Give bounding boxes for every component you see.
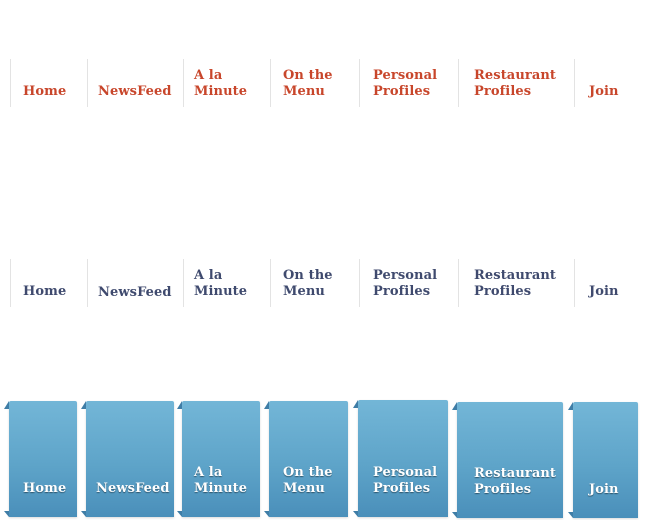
nav-red-newsfeed-link[interactable]: NewsFeed bbox=[98, 84, 172, 99]
tab-fold bbox=[452, 512, 457, 518]
nav-separator bbox=[183, 59, 184, 107]
tab-fold bbox=[568, 512, 573, 518]
nav-separator bbox=[10, 259, 11, 307]
tab-fold bbox=[81, 401, 86, 409]
tab-fold bbox=[568, 402, 573, 410]
tab-a-la-minute-label: A la Minute bbox=[194, 465, 248, 496]
tab-fold bbox=[81, 511, 86, 517]
nav-separator bbox=[574, 259, 575, 307]
tab-fold bbox=[264, 401, 269, 409]
nav-red-join-link[interactable]: Join bbox=[589, 84, 619, 99]
nav-red: Home NewsFeed A la Minute On the Menu Pe… bbox=[0, 52, 646, 112]
tab-newsfeed[interactable]: NewsFeed bbox=[81, 401, 174, 517]
nav-navy: Home NewsFeed A la Minute On the Menu Pe… bbox=[0, 252, 646, 312]
tab-join[interactable]: Join bbox=[568, 402, 638, 518]
tab-fold bbox=[177, 401, 182, 409]
tab-a-la-minute[interactable]: A la Minute bbox=[177, 401, 260, 517]
nav-separator bbox=[359, 59, 360, 107]
nav-separator bbox=[87, 59, 88, 107]
tab-personal-profiles[interactable]: Personal Profiles bbox=[353, 400, 448, 517]
tab-on-the-menu-label: On the Menu bbox=[283, 465, 333, 496]
tab-on-the-menu[interactable]: On the Menu bbox=[264, 401, 348, 517]
tab-restaurant-profiles-label: Restaurant Profiles bbox=[474, 466, 557, 497]
nav-separator bbox=[10, 59, 11, 107]
tab-personal-profiles-label: Personal Profiles bbox=[373, 465, 438, 496]
nav-red-home-link[interactable]: Home bbox=[23, 84, 67, 99]
tab-newsfeed-label: NewsFeed bbox=[96, 481, 170, 496]
nav-navy-on-the-menu-link[interactable]: On the Menu bbox=[283, 268, 333, 299]
nav-red-on-the-menu-link[interactable]: On the Menu bbox=[283, 68, 333, 99]
tab-restaurant-profiles[interactable]: Restaurant Profiles bbox=[452, 402, 563, 518]
nav-navy-join-link[interactable]: Join bbox=[589, 284, 619, 299]
nav-separator bbox=[183, 259, 184, 307]
nav-separator bbox=[458, 259, 459, 307]
nav-separator bbox=[270, 59, 271, 107]
tab-fold bbox=[4, 401, 9, 409]
nav-red-personal-profiles-link[interactable]: Personal Profiles bbox=[373, 68, 438, 99]
tab-fold bbox=[264, 511, 269, 517]
tab-fold bbox=[4, 511, 9, 517]
nav-separator bbox=[574, 59, 575, 107]
nav-separator bbox=[87, 259, 88, 307]
nav-separator bbox=[270, 259, 271, 307]
nav-navy-a-la-minute-link[interactable]: A la Minute bbox=[194, 268, 248, 299]
tab-home[interactable]: Home bbox=[4, 401, 77, 517]
nav-red-restaurant-profiles-link[interactable]: Restaurant Profiles bbox=[474, 68, 557, 99]
tab-home-label: Home bbox=[23, 481, 67, 496]
nav-navy-restaurant-profiles-link[interactable]: Restaurant Profiles bbox=[474, 268, 557, 299]
nav-navy-newsfeed-link[interactable]: NewsFeed bbox=[98, 285, 172, 300]
tab-join-label: Join bbox=[589, 482, 619, 497]
nav-red-a-la-minute-link[interactable]: A la Minute bbox=[194, 68, 248, 99]
tab-fold bbox=[353, 511, 358, 517]
nav-navy-home-link[interactable]: Home bbox=[23, 284, 67, 299]
tab-fold bbox=[177, 511, 182, 517]
nav-separator bbox=[458, 59, 459, 107]
tab-fold bbox=[353, 400, 358, 408]
nav-navy-personal-profiles-link[interactable]: Personal Profiles bbox=[373, 268, 438, 299]
nav-separator bbox=[359, 259, 360, 307]
tab-nav: Home NewsFeed A la Minute On the Menu Pe… bbox=[0, 400, 646, 520]
tab-fold bbox=[452, 402, 457, 410]
